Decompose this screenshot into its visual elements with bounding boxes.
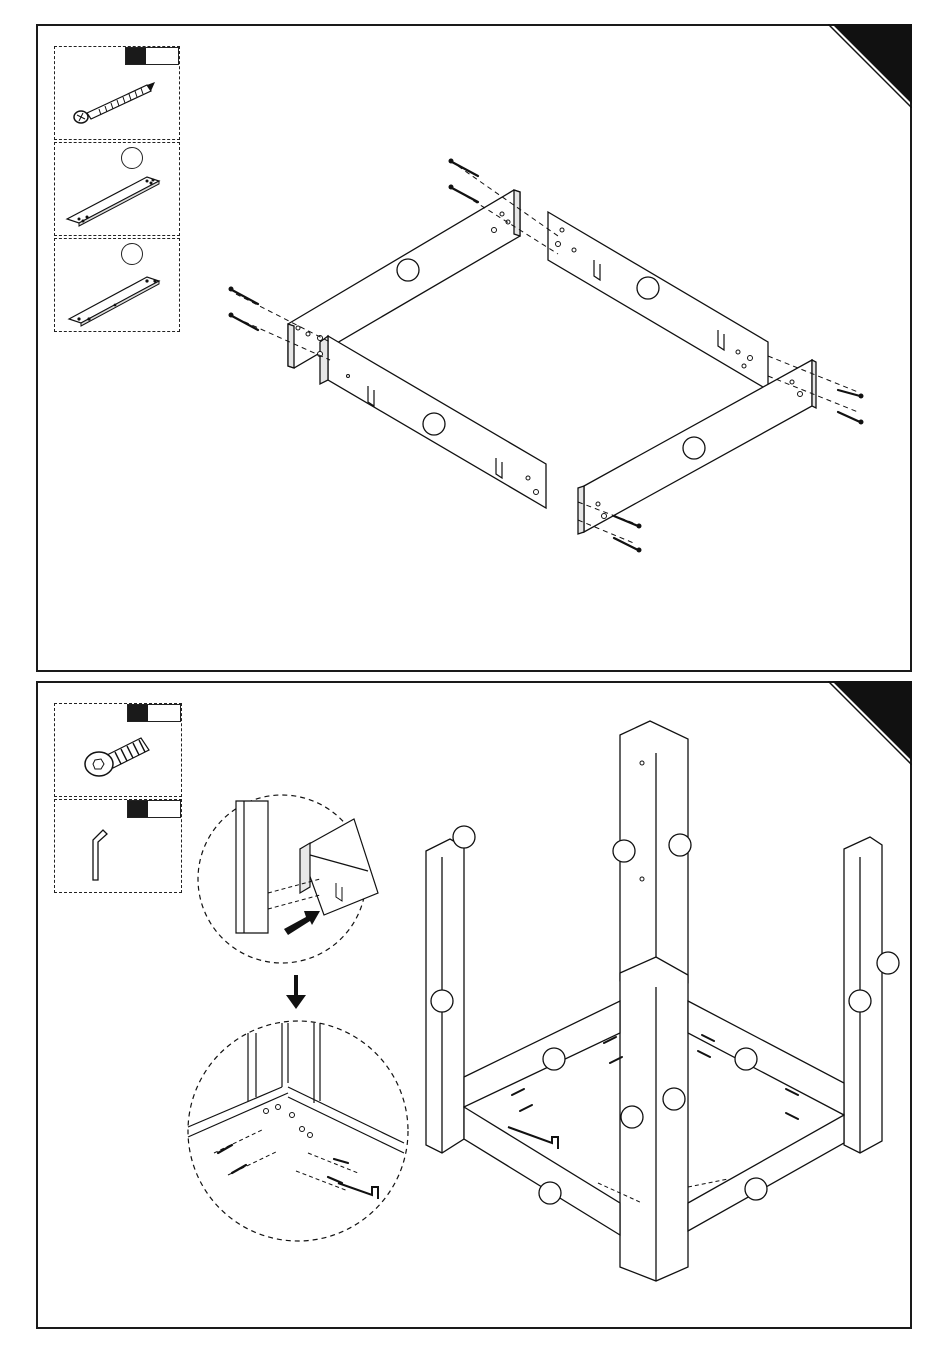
rail-front-left xyxy=(328,336,546,508)
step-corner-2 xyxy=(828,681,912,765)
step-panel-2 xyxy=(36,681,912,1329)
flat-bracket-icon xyxy=(55,239,181,333)
allen-key-icon xyxy=(508,1127,558,1149)
step-corner-triangle xyxy=(828,681,912,765)
rail-front-right xyxy=(584,360,812,532)
parts-box-screw xyxy=(54,46,180,140)
hex-bolt-icon xyxy=(55,704,183,798)
parts-box-bracket-b xyxy=(54,238,180,332)
leg-frame-drawing xyxy=(426,721,882,1281)
parts-box-allen-key xyxy=(54,799,182,893)
flat-bracket-icon xyxy=(55,143,181,237)
step-panel-1 xyxy=(36,24,912,672)
detail-circle-1 xyxy=(198,795,378,963)
rail-back-right xyxy=(548,212,768,390)
rail-back-left xyxy=(288,190,520,368)
step-corner-1 xyxy=(828,24,912,108)
allen-key-icon xyxy=(55,800,183,894)
down-arrow-icon xyxy=(286,975,306,1009)
detail-circle-2 xyxy=(188,1021,408,1241)
parts-box-bracket-a xyxy=(54,142,180,236)
parts-box-bolt xyxy=(54,703,182,797)
wood-screw-icon xyxy=(55,47,181,141)
step-corner-triangle xyxy=(828,24,912,108)
arrow-icon xyxy=(284,911,320,935)
